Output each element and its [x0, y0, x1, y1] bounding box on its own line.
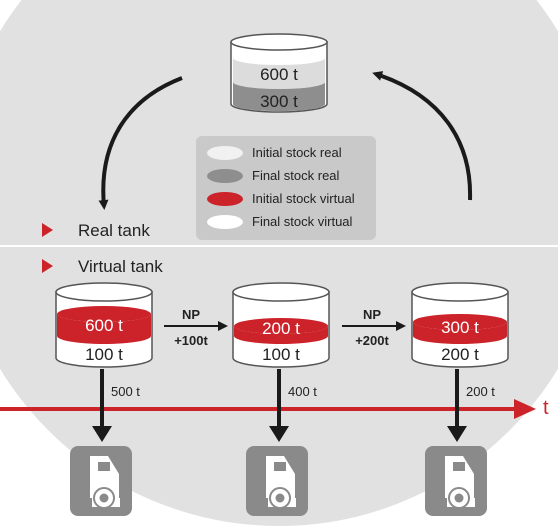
- transfer-1: NP +100t: [164, 307, 228, 348]
- legend-final-virtual: Final stock virtual: [252, 214, 353, 229]
- cycle-arrow-right: [372, 71, 473, 201]
- time-axis: t: [0, 397, 549, 419]
- time-axis-label: t: [543, 397, 549, 419]
- outflow-arrow-3: 200 t: [447, 369, 495, 442]
- virtual-tank-1-final: 100 t: [85, 345, 123, 364]
- transfer-1-amount: +100t: [174, 333, 208, 348]
- virtual-tank-3-initial: 300 t: [441, 318, 479, 337]
- legend-swatch-initial-real: [207, 146, 243, 160]
- legend: Initial stock real Final stock real Init…: [196, 136, 376, 240]
- outflow-2-label: 400 t: [288, 384, 317, 399]
- outflow-arrow-1: 500 t: [92, 369, 140, 442]
- legend-swatch-final-real: [207, 169, 243, 183]
- virtual-tank-2-final: 100 t: [262, 345, 300, 364]
- outflow-arrow-2: 400 t: [269, 369, 317, 442]
- legend-initial-real: Initial stock real: [252, 145, 342, 160]
- outflow-3-label: 200 t: [466, 384, 495, 399]
- virtual-tank-3: 300 t 200 t: [411, 282, 509, 368]
- transfer-2-amount: +200t: [355, 333, 389, 348]
- transfer-2: NP +200t: [342, 307, 406, 348]
- virtual-tank-2-initial: 200 t: [262, 319, 300, 338]
- virtual-tank-3-final: 200 t: [441, 345, 479, 364]
- virtual-tank-1-initial: 600 t: [85, 316, 123, 335]
- transfer-2-label: NP: [363, 307, 381, 322]
- real-final-stock-label: 300 t: [260, 92, 298, 111]
- virtual-tank-heading: Virtual tank: [42, 257, 163, 276]
- real-initial-stock-label: 600 t: [260, 65, 298, 84]
- legend-swatch-final-virtual: [207, 215, 243, 229]
- truck-icon: [246, 446, 308, 516]
- cycle-arrow-left: [98, 76, 183, 210]
- red-triangle-icon: [42, 223, 53, 237]
- virtual-tank-2: 200 t 100 t: [232, 282, 330, 368]
- truck-icon: [425, 446, 487, 516]
- red-triangle-icon: [42, 259, 53, 273]
- legend-initial-virtual: Initial stock virtual: [252, 191, 355, 206]
- legend-swatch-initial-virtual: [207, 192, 243, 206]
- transfer-1-label: NP: [182, 307, 200, 322]
- legend-final-real: Final stock real: [252, 168, 340, 183]
- virtual-tank-1: 600 t 100 t: [55, 282, 153, 368]
- outflow-1-label: 500 t: [111, 384, 140, 399]
- real-tank-label: Real tank: [78, 221, 150, 240]
- real-tank: 600 t 300 t: [230, 33, 328, 113]
- truck-icon: [70, 446, 132, 516]
- virtual-tank-label: Virtual tank: [78, 257, 163, 276]
- real-tank-heading: Real tank: [42, 221, 150, 240]
